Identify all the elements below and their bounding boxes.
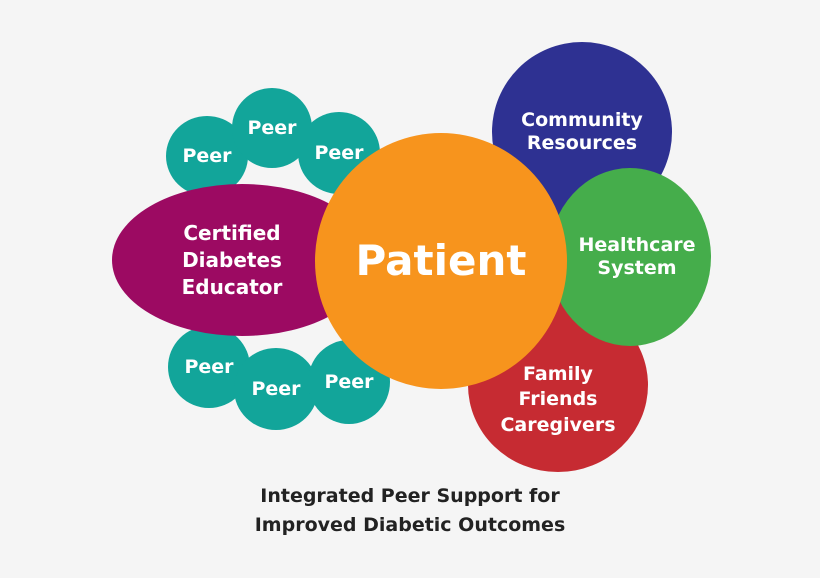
caption-line: Integrated Peer Support for	[260, 485, 560, 507]
family-line: Family	[523, 362, 593, 385]
healthcare-circle: Healthcare System	[549, 168, 711, 346]
family-line: Friends	[518, 388, 598, 411]
healthcare-label: Healthcare System	[549, 168, 711, 346]
peer-label: Peer	[182, 144, 232, 167]
community-line: Resources	[526, 132, 638, 154]
patient-circle: Patient	[315, 133, 567, 389]
caption-line: Improved Diabetic Outcomes	[254, 513, 566, 536]
community-line: Community	[521, 109, 643, 132]
educator-label: Certified Diabetes Educator	[112, 184, 372, 336]
peer-label: Peer	[184, 355, 234, 378]
peer-label: Peer	[314, 141, 364, 164]
peer-circle: Peer	[234, 348, 318, 430]
healthcare-line: Healthcare	[578, 234, 696, 257]
educator-line: Diabetes	[182, 247, 282, 272]
family-label: Family Friends Caregivers	[468, 298, 648, 472]
educator-line: Certified	[183, 220, 281, 245]
family-line: Caregivers	[500, 413, 616, 436]
peer-label: Peer	[251, 377, 301, 400]
diagram-caption: Integrated Peer Support for Improved Dia…	[0, 482, 820, 539]
peer-label: Peer	[247, 116, 297, 139]
peer-circle: Peer	[232, 88, 312, 168]
healthcare-line: System	[597, 257, 677, 279]
educator-line: Educator	[181, 274, 283, 299]
community-label: Community Resources	[492, 42, 672, 222]
patient-label: Patient	[355, 235, 527, 285]
peer-label: Peer	[324, 370, 374, 393]
